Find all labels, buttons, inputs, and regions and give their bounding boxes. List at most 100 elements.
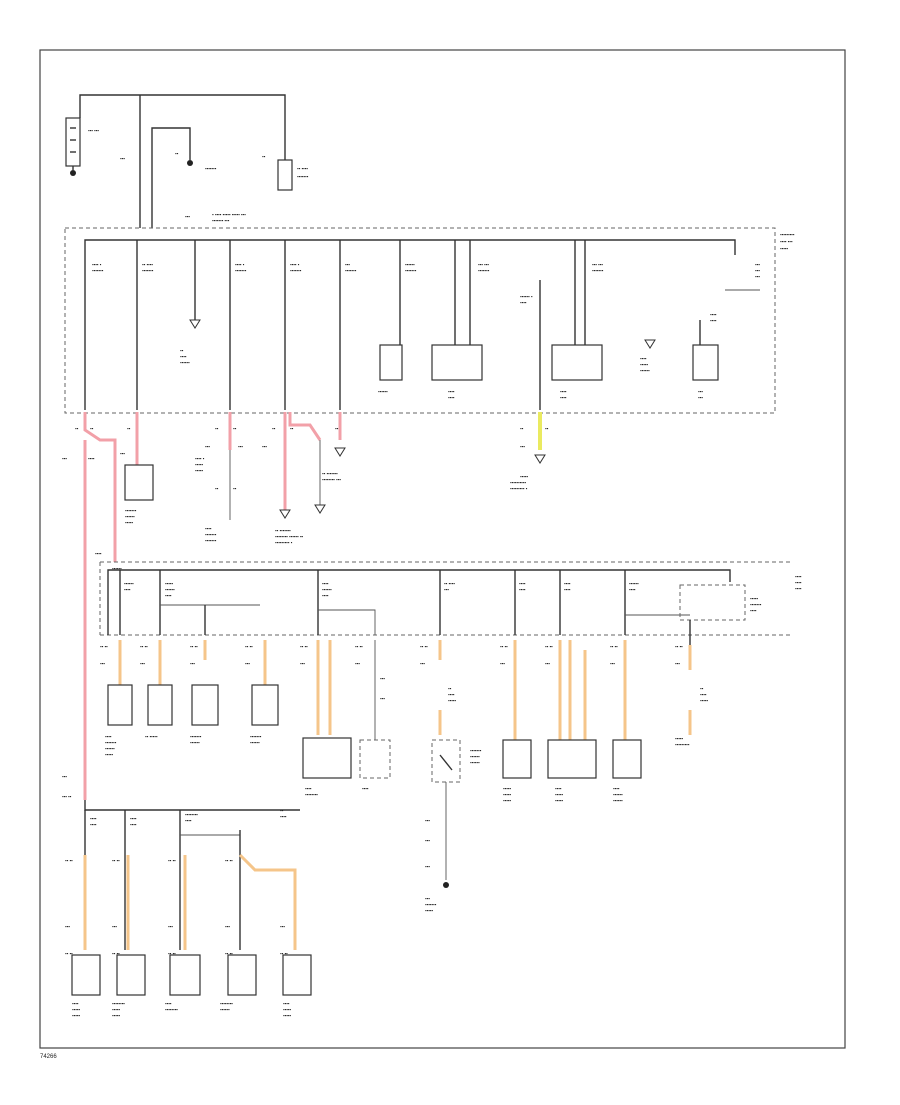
load-box-5 bbox=[302, 737, 352, 779]
svg-text:▪▪▪ ▪▪▪: ▪▪▪ ▪▪▪ bbox=[592, 262, 603, 267]
svg-text:▪▪▪▪: ▪▪▪▪ bbox=[520, 300, 527, 305]
svg-text:▪▪: ▪▪ bbox=[233, 486, 237, 491]
relay-box-3 bbox=[692, 344, 719, 381]
svg-text:▪▪▪▪▪▪: ▪▪▪▪▪▪ bbox=[405, 262, 415, 267]
svg-text:▪▪▪▪: ▪▪▪▪ bbox=[130, 822, 137, 827]
svg-text:▪▪▪▪▪▪▪ ▪▪▪: ▪▪▪▪▪▪▪ ▪▪▪ bbox=[212, 218, 230, 223]
svg-text:▪▪: ▪▪ bbox=[233, 426, 237, 431]
svg-text:▪▪▪▪: ▪▪▪▪ bbox=[710, 312, 717, 317]
svg-text:▪▪▪▪ ▪: ▪▪▪▪ ▪ bbox=[92, 262, 102, 267]
svg-text:▪▪▪: ▪▪▪ bbox=[62, 456, 67, 461]
blower-motor-box bbox=[379, 344, 403, 381]
load-box-7 bbox=[547, 739, 597, 779]
svg-text:▪▪▪▪: ▪▪▪▪ bbox=[555, 786, 562, 791]
svg-text:▪▪▪▪▪: ▪▪▪▪▪ bbox=[283, 1007, 291, 1012]
svg-text:▪▪▪▪▪▪▪▪▪: ▪▪▪▪▪▪▪▪▪ bbox=[675, 742, 690, 747]
svg-text:▪▪▪▪▪▪: ▪▪▪▪▪▪ bbox=[470, 760, 480, 765]
svg-text:▪▪▪: ▪▪▪ bbox=[380, 676, 385, 681]
svg-text:▪▪▪▪: ▪▪▪▪ bbox=[305, 786, 312, 791]
bottom-load-5 bbox=[282, 954, 312, 996]
svg-text:▪▪▪▪ ▪: ▪▪▪▪ ▪ bbox=[235, 262, 245, 267]
svg-text:▪▪▪▪▪: ▪▪▪▪▪ bbox=[425, 908, 433, 913]
svg-text:▪▪ ▪▪▪▪▪▪▪: ▪▪ ▪▪▪▪▪▪▪ bbox=[275, 528, 291, 533]
svg-text:▪▪▪: ▪▪▪ bbox=[425, 838, 430, 843]
svg-text:▪▪▪: ▪▪▪ bbox=[345, 262, 350, 267]
svg-text:▪▪▪▪▪: ▪▪▪▪▪ bbox=[448, 698, 456, 703]
svg-text:▪▪▪▪: ▪▪▪▪ bbox=[322, 581, 329, 586]
svg-text:▪▪▪▪▪▪: ▪▪▪▪▪▪ bbox=[640, 368, 650, 373]
battery-symbol bbox=[65, 117, 81, 167]
svg-text:▪▪▪▪: ▪▪▪▪ bbox=[795, 580, 802, 585]
svg-text:▪▪▪▪▪▪▪: ▪▪▪▪▪▪▪ bbox=[190, 734, 202, 739]
svg-text:▪▪: ▪▪ bbox=[290, 426, 294, 431]
svg-text:▪▪▪▪▪: ▪▪▪▪▪ bbox=[165, 581, 173, 586]
svg-text:▪▪ ▪▪: ▪▪ ▪▪ bbox=[65, 951, 73, 956]
svg-text:▪▪▪▪: ▪▪▪▪ bbox=[95, 551, 102, 556]
svg-text:▪▪▪▪: ▪▪▪▪ bbox=[165, 1001, 172, 1006]
svg-text:▪▪▪▪: ▪▪▪▪ bbox=[795, 574, 802, 579]
svg-text:▪▪ ▪▪: ▪▪ ▪▪ bbox=[100, 644, 108, 649]
bottom-load-1 bbox=[71, 954, 101, 996]
svg-text:▪▪ ▪▪▪▪: ▪▪ ▪▪▪▪ bbox=[142, 262, 153, 267]
svg-text:▪ ▪▪▪▪ ▪▪▪▪▪ ▪▪▪▪▪ ▪▪▪: ▪ ▪▪▪▪ ▪▪▪▪▪ ▪▪▪▪▪ ▪▪▪ bbox=[212, 212, 246, 217]
svg-text:▪▪: ▪▪ bbox=[272, 426, 276, 431]
svg-text:▪▪▪▪: ▪▪▪▪ bbox=[124, 587, 131, 592]
svg-text:▪▪▪▪: ▪▪▪▪ bbox=[564, 587, 571, 592]
ip-fuse-block: ▪▪▪▪▪▪▪▪▪▪▪▪ ▪▪▪▪▪▪▪▪▪▪ ▪▪▪▪▪▪▪▪▪▪▪▪▪▪▪ … bbox=[95, 551, 802, 645]
svg-text:▪▪▪▪▪: ▪▪▪▪▪ bbox=[283, 1013, 291, 1018]
load-box-8 bbox=[612, 739, 642, 779]
battery-generator-group: ▪▪▪ ▪▪▪ ▪▪▪ ▪▪▪▪▪▪▪ ▪▪ ▪▪ ▪▪▪▪ ▪▪▪▪▪▪▪ ▪… bbox=[65, 94, 309, 228]
svg-text:▪▪▪: ▪▪▪ bbox=[520, 444, 525, 449]
svg-text:▪▪▪: ▪▪▪ bbox=[444, 587, 449, 592]
svg-text:▪▪▪▪▪▪▪▪: ▪▪▪▪▪▪▪▪ bbox=[165, 1007, 178, 1012]
svg-text:▪▪▪▪: ▪▪▪▪ bbox=[90, 816, 97, 821]
svg-text:▪▪: ▪▪ bbox=[127, 426, 131, 431]
load-box-2 bbox=[147, 684, 173, 726]
svg-text:▪▪▪▪: ▪▪▪▪ bbox=[72, 1001, 79, 1006]
svg-text:▪▪▪: ▪▪▪ bbox=[185, 214, 190, 219]
svg-text:▪▪▪: ▪▪▪ bbox=[300, 661, 305, 666]
svg-text:▪▪ ▪▪: ▪▪ ▪▪ bbox=[245, 644, 253, 649]
relay-box-1 bbox=[431, 344, 483, 381]
svg-text:▪▪▪▪▪▪▪: ▪▪▪▪▪▪▪ bbox=[750, 602, 762, 607]
svg-text:▪▪▪▪▪▪: ▪▪▪▪▪▪ bbox=[180, 360, 190, 365]
svg-text:▪▪▪▪▪▪ ▪: ▪▪▪▪▪▪ ▪ bbox=[520, 294, 533, 299]
svg-text:▪▪▪▪▪▪▪▪▪▪: ▪▪▪▪▪▪▪▪▪▪ bbox=[510, 480, 526, 485]
svg-text:▪▪ ▪▪: ▪▪ ▪▪ bbox=[140, 644, 148, 649]
svg-text:▪▪▪▪▪▪▪: ▪▪▪▪▪▪▪ bbox=[592, 268, 604, 273]
svg-text:▪▪▪▪: ▪▪▪▪ bbox=[448, 692, 455, 697]
load-box-4 bbox=[251, 684, 279, 726]
underhood-fuse-block: ▪▪▪▪▪▪▪▪▪ ▪▪▪▪ ▪▪▪ ▪▪▪▪▪ ▪▪▪▪ ▪▪▪▪▪▪▪▪ ▪… bbox=[64, 227, 795, 414]
starter-box bbox=[277, 159, 293, 191]
svg-text:▪▪▪▪▪▪▪▪▪: ▪▪▪▪▪▪▪▪▪ bbox=[780, 232, 795, 237]
svg-text:▪▪ ▪▪▪▪: ▪▪ ▪▪▪▪ bbox=[297, 166, 308, 171]
svg-text:▪▪▪▪▪▪▪: ▪▪▪▪▪▪▪ bbox=[205, 532, 217, 537]
svg-text:▪▪ ▪▪: ▪▪ ▪▪ bbox=[675, 644, 683, 649]
svg-text:▪▪▪: ▪▪▪ bbox=[380, 696, 385, 701]
svg-text:▪▪ ▪▪: ▪▪ ▪▪ bbox=[225, 951, 233, 956]
svg-text:▪▪▪▪▪▪▪▪: ▪▪▪▪▪▪▪▪ bbox=[112, 1001, 125, 1006]
svg-text:▪▪▪▪▪▪: ▪▪▪▪▪▪ bbox=[470, 754, 480, 759]
svg-text:▪▪: ▪▪ bbox=[215, 486, 219, 491]
bottom-load-2 bbox=[116, 954, 146, 996]
svg-text:▪▪: ▪▪ bbox=[280, 808, 284, 813]
svg-text:▪▪▪▪▪▪▪: ▪▪▪▪▪▪▪ bbox=[205, 166, 217, 171]
svg-text:▪▪ ▪▪: ▪▪ ▪▪ bbox=[168, 858, 176, 863]
ignition-switch-box bbox=[124, 464, 154, 501]
svg-text:▪▪▪▪▪▪▪: ▪▪▪▪▪▪▪ bbox=[425, 902, 437, 907]
svg-text:▪▪▪▪▪▪▪▪ ▪▪▪▪▪▪ ▪▪: ▪▪▪▪▪▪▪▪ ▪▪▪▪▪▪ ▪▪ bbox=[275, 534, 303, 539]
svg-text:▪▪▪▪: ▪▪▪▪ bbox=[130, 816, 137, 821]
svg-text:▪▪▪▪▪▪: ▪▪▪▪▪▪ bbox=[112, 566, 122, 571]
svg-text:▪▪▪▪▪▪▪: ▪▪▪▪▪▪▪ bbox=[205, 538, 217, 543]
svg-text:▪▪▪: ▪▪▪ bbox=[698, 395, 703, 400]
svg-text:▪▪▪▪: ▪▪▪▪ bbox=[105, 734, 112, 739]
svg-text:▪▪: ▪▪ bbox=[262, 154, 266, 159]
svg-text:▪▪▪▪▪: ▪▪▪▪▪ bbox=[640, 362, 648, 367]
svg-text:▪▪ ▪▪: ▪▪ ▪▪ bbox=[300, 644, 308, 649]
svg-text:▪▪▪▪ ▪: ▪▪▪▪ ▪ bbox=[290, 262, 300, 267]
svg-text:▪▪ ▪▪: ▪▪ ▪▪ bbox=[610, 644, 618, 649]
svg-text:▪▪▪▪: ▪▪▪▪ bbox=[640, 356, 647, 361]
svg-text:▪▪▪▪▪▪▪▪: ▪▪▪▪▪▪▪▪ bbox=[305, 792, 318, 797]
